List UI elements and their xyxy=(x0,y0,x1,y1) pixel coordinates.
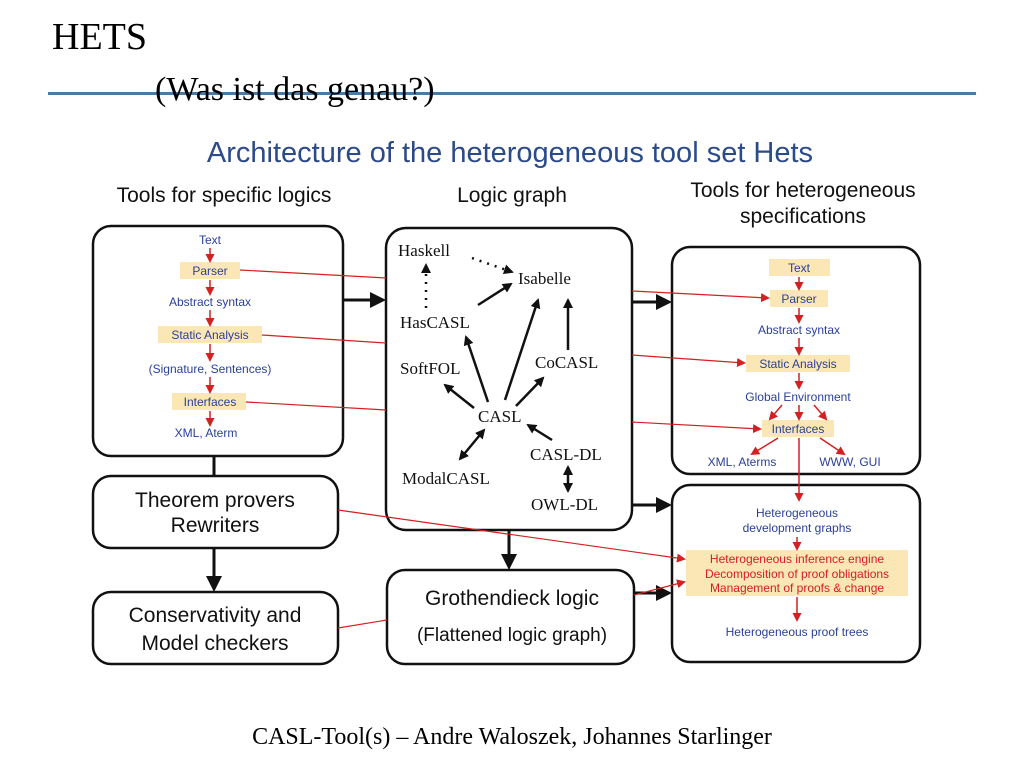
dev-trees-label: Heterogeneous proof trees xyxy=(726,625,869,639)
logic-cocasl: CoCASL xyxy=(535,353,598,372)
logic-owl-dl: OWL-DL xyxy=(531,495,598,514)
right-static-highlight xyxy=(746,355,850,372)
conservativity-label: Conservativity and xyxy=(129,604,302,627)
right-parser-label: Parser xyxy=(781,292,816,306)
right-interfaces-label: Interfaces xyxy=(772,422,825,436)
right-global-label: Global Environment xyxy=(745,390,851,404)
logic-haskell: Haskell xyxy=(398,241,450,260)
grothendieck-label: Grothendieck logic xyxy=(425,587,599,610)
diagram-heading: Architecture of the heterogeneous tool s… xyxy=(207,137,813,169)
red-connections xyxy=(239,269,770,629)
dev-engine-label: Heterogeneous inference engine xyxy=(710,552,884,566)
right-xml-label: XML, Aterms xyxy=(708,455,777,469)
architecture-diagram: Architecture of the heterogeneous tool s… xyxy=(91,137,922,666)
right-text-label: Text xyxy=(788,261,811,275)
grothendieck-box xyxy=(385,568,636,666)
slide-title: HETS xyxy=(52,16,147,58)
slide-subtitle: (Was ist das genau?) xyxy=(155,71,435,108)
left-interfaces-label: Interfaces xyxy=(184,395,237,409)
right-parser-highlight xyxy=(770,290,828,307)
dev-mgmt-label: Management of proofs & change xyxy=(710,581,884,595)
col-right-label: Tools for heterogeneous xyxy=(690,179,915,202)
col-mid-label: Logic graph xyxy=(457,184,567,207)
dev-graphs-label: development graphs xyxy=(743,521,852,535)
rewriters-label: Rewriters xyxy=(171,514,260,537)
right-interfaces-highlight xyxy=(762,420,834,437)
left-signature-label: (Signature, Sentences) xyxy=(149,362,272,376)
left-xml-label: XML, Aterm xyxy=(175,426,238,440)
logic-hascasl: HasCASL xyxy=(400,313,470,332)
left-parser-label: Parser xyxy=(192,264,227,278)
model-checkers-label: Model checkers xyxy=(141,632,288,655)
col-right-label-2: specifications xyxy=(740,205,866,228)
flattened-graph-label: (Flattened logic graph) xyxy=(417,625,607,646)
right-www-label: WWW, GUI xyxy=(819,455,880,469)
logic-graph-edges xyxy=(421,256,573,493)
right-static-label: Static Analysis xyxy=(759,357,836,371)
theorem-provers-label: Theorem provers xyxy=(135,489,295,512)
left-text-label: Text xyxy=(199,233,222,247)
right-abstract-label: Abstract syntax xyxy=(758,323,840,337)
right-flow-arrows xyxy=(750,277,846,502)
logic-softfol: SoftFOL xyxy=(400,359,460,378)
left-static-label: Static Analysis xyxy=(171,328,248,342)
title-rule xyxy=(48,92,976,95)
left-abstract-label: Abstract syntax xyxy=(169,295,251,309)
left-interfaces-highlight xyxy=(172,393,246,410)
right-text-highlight xyxy=(769,259,830,276)
logic-isabelle: Isabelle xyxy=(518,269,571,288)
dev-decomp-label: Decomposition of proof obligations xyxy=(705,567,889,581)
col-left-label: Tools for specific logics xyxy=(117,184,332,207)
left-static-highlight xyxy=(158,326,262,343)
dev-highlight xyxy=(686,550,908,596)
slide-footer: CASL-Tool(s) – Andre Waloszek, Johannes … xyxy=(252,724,772,750)
theorem-provers-box xyxy=(91,474,340,550)
dev-hetero-label: Heterogeneous xyxy=(756,506,838,520)
logic-casl-dl: CASL-DL xyxy=(530,445,602,464)
logic-modalcasl: ModalCASL xyxy=(402,469,490,488)
left-parser-highlight xyxy=(180,262,240,279)
logic-casl: CASL xyxy=(478,407,521,426)
